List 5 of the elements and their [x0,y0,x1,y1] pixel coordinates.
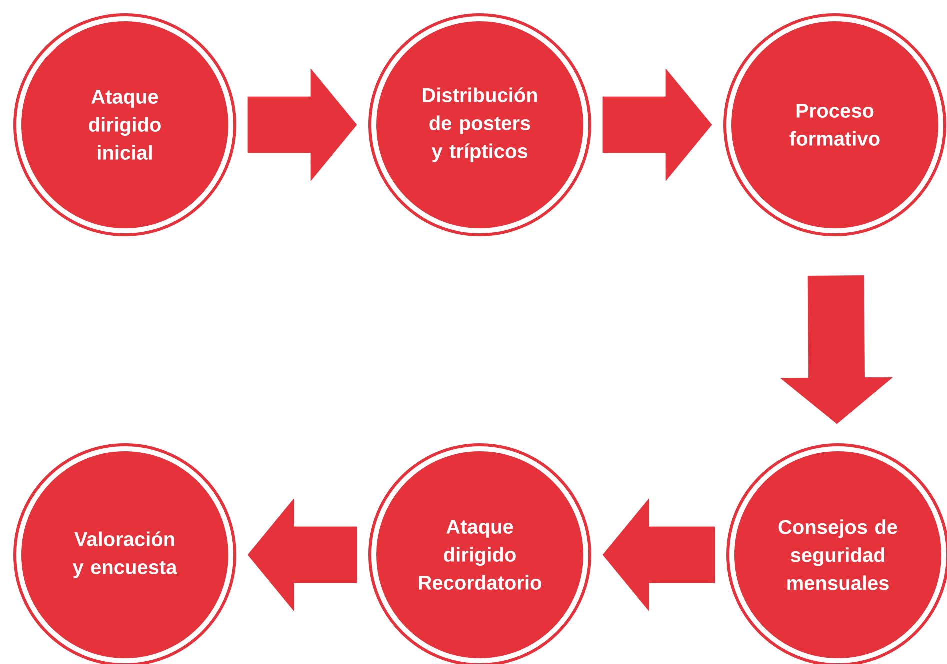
block-arrow [602,498,716,612]
block-arrow [602,68,712,182]
block-arrow [248,498,358,612]
block-arrow [780,276,893,424]
block-arrow [248,68,358,182]
